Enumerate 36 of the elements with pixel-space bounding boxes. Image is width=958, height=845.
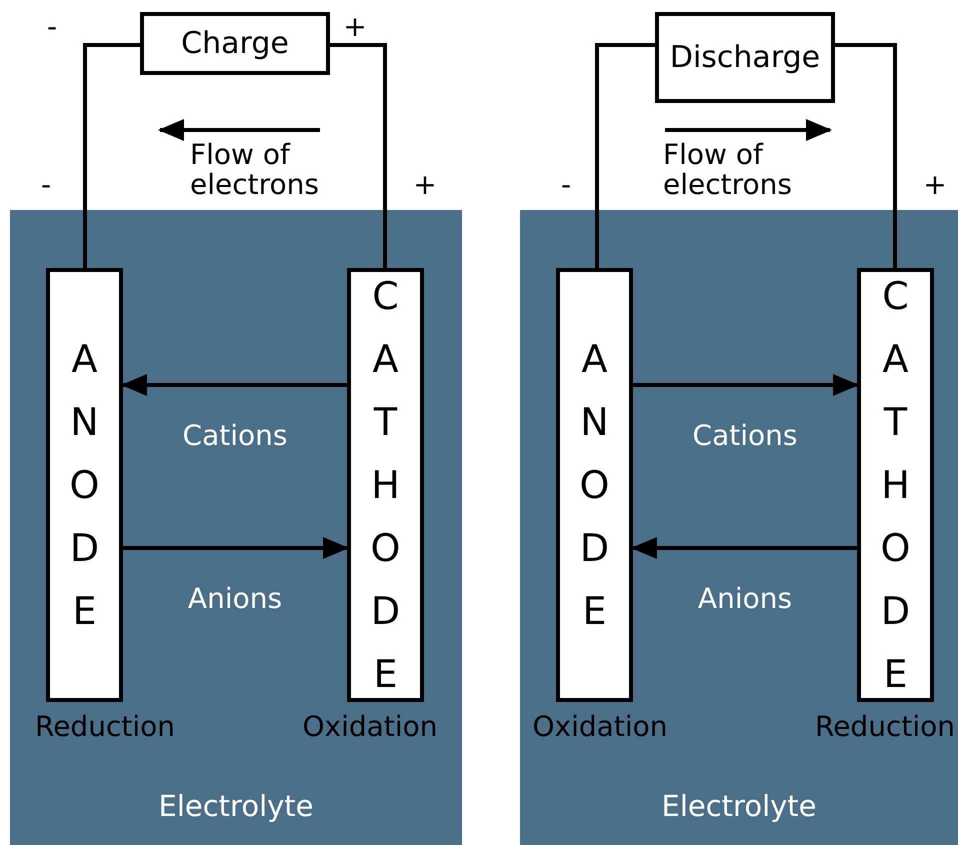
wire [835, 43, 897, 268]
electrode-box [556, 268, 633, 702]
wire [330, 43, 387, 268]
reaction-label: Oxidation [532, 712, 668, 742]
polarity-sign: - [560, 170, 572, 200]
electrode-label: CATHODE [370, 272, 402, 698]
electrolyte-panel [520, 210, 958, 845]
electrode-box [347, 268, 424, 702]
polarity-sign: + [413, 170, 437, 200]
reaction-label: Reduction [35, 712, 175, 742]
load-label: Charge [181, 26, 289, 61]
panel-label: Electrolyte [662, 789, 816, 823]
reaction-label: Oxidation [302, 712, 438, 742]
polarity-sign: - [40, 170, 52, 200]
ion-arrow [121, 374, 347, 396]
wire [83, 43, 140, 268]
electrode-label: ANODE [578, 336, 610, 634]
ion-arrow [633, 374, 859, 396]
panel-label: Electrolyte [158, 789, 314, 823]
electrode-label: ANODE [68, 336, 100, 634]
electrolyte-panel [10, 210, 462, 845]
electrode-label: CATHODE [880, 272, 912, 698]
flow-label: Flow of electrons [190, 140, 320, 200]
polarity-sign: - [46, 12, 58, 42]
flow-label: Flow of electrons [663, 140, 793, 200]
ion-arrow [123, 537, 349, 559]
ion-arrow [631, 537, 857, 559]
load-box [140, 12, 330, 75]
load-label: Discharge [670, 40, 820, 75]
polarity-sign: + [923, 170, 947, 200]
electrode-box [46, 268, 123, 702]
polarity-sign: + [343, 12, 367, 42]
reaction-label: Reduction [815, 712, 955, 742]
wire [595, 43, 655, 268]
electrode-box [857, 268, 934, 702]
load-box [655, 12, 835, 103]
